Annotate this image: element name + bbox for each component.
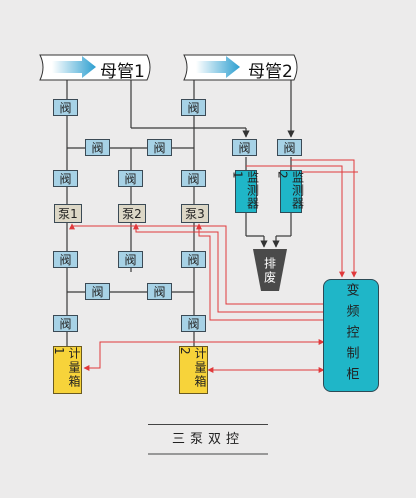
- valve[interactable]: 阀: [181, 170, 206, 187]
- main-pipe-1: [39, 54, 151, 81]
- flow-arrow-icon: [52, 56, 96, 78]
- flow-arrow-icon: [196, 56, 240, 78]
- valve[interactable]: 阀: [85, 139, 110, 156]
- diagram-caption: 三泵双控: [171, 432, 244, 447]
- valve[interactable]: 阀: [53, 99, 78, 116]
- valve[interactable]: 阀: [53, 170, 78, 187]
- valve[interactable]: 阀: [118, 251, 143, 268]
- vfd-cabinet[interactable]: 变频控制柜: [323, 279, 379, 392]
- metering-tank-2[interactable]: 计量箱2: [178, 346, 208, 394]
- pump-3[interactable]: 泵3: [181, 204, 209, 223]
- metering-tank-1[interactable]: 计量箱1: [52, 346, 82, 394]
- main-pipe-2: [183, 54, 298, 81]
- valve[interactable]: 阀: [118, 170, 143, 187]
- valve[interactable]: 阀: [53, 251, 78, 268]
- pipe-network: [66, 80, 295, 346]
- valve[interactable]: 阀: [147, 139, 172, 156]
- valve[interactable]: 阀: [181, 99, 206, 116]
- valve[interactable]: 阀: [181, 251, 206, 268]
- valve[interactable]: 阀: [53, 315, 78, 332]
- valve[interactable]: 阀: [181, 315, 206, 332]
- main-pipe-2-label: 母管2: [248, 62, 293, 82]
- monitor-1[interactable]: 监测器1: [231, 170, 260, 213]
- drain-funnel: [253, 249, 287, 291]
- drain-label: 排废: [262, 257, 277, 285]
- pump-1[interactable]: 泵1: [54, 204, 82, 223]
- control-signals: [69, 159, 358, 373]
- valve[interactable]: 阀: [147, 283, 172, 300]
- valve[interactable]: 阀: [277, 139, 302, 156]
- valve[interactable]: 阀: [232, 139, 257, 156]
- monitor-2[interactable]: 监测器2: [276, 170, 305, 213]
- caption-rule: [148, 424, 268, 425]
- main-pipe-1-label: 母管1: [100, 62, 145, 82]
- valve[interactable]: 阀: [85, 283, 110, 300]
- pump-2[interactable]: 泵2: [118, 204, 146, 223]
